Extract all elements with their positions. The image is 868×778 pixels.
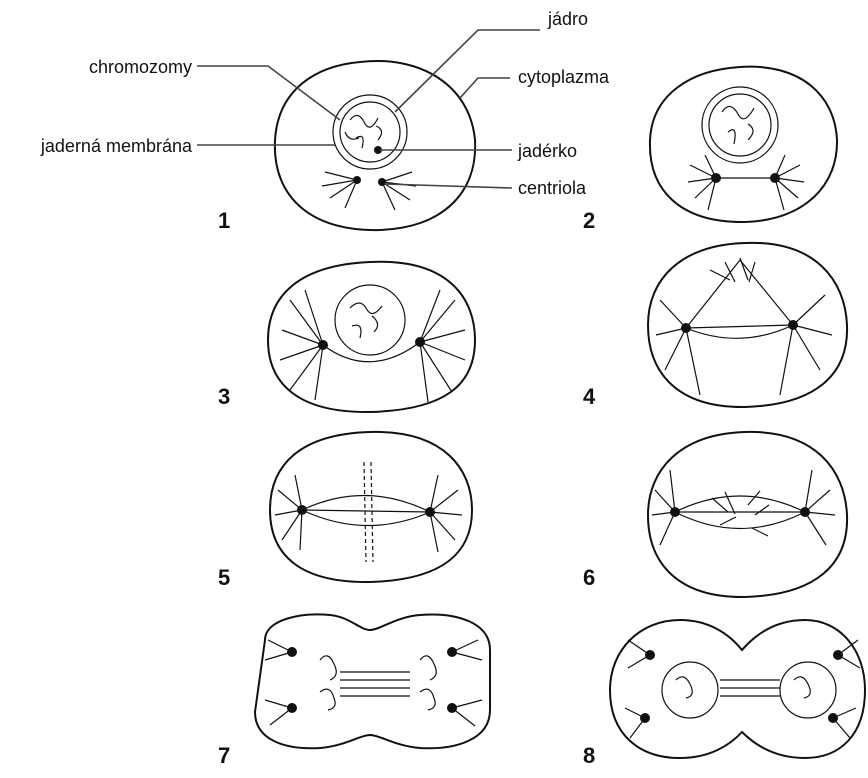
label-nucleolus: jadérko: [517, 141, 577, 161]
stage-number-5: 5: [218, 565, 230, 590]
cell-8: [610, 620, 865, 758]
cell-4: [648, 243, 847, 407]
stage-number-2: 2: [583, 208, 595, 233]
label-leaders: [197, 30, 540, 188]
stage-number-3: 3: [218, 384, 230, 409]
cell-7: [255, 614, 490, 748]
cell-2: [650, 67, 837, 222]
label-cytoplasm: cytoplazma: [518, 67, 610, 87]
cell-6: [648, 432, 847, 597]
label-chromosomes: chromozomy: [89, 57, 192, 77]
stage-number-7: 7: [218, 743, 230, 768]
stage-number-1: 1: [218, 208, 230, 233]
cell-5: [270, 432, 472, 582]
stage-number-6: 6: [583, 565, 595, 590]
label-nucleus: jádro: [547, 9, 588, 29]
stage-number-4: 4: [583, 384, 596, 409]
stage-number-8: 8: [583, 743, 595, 768]
label-centriole: centriola: [518, 178, 587, 198]
label-nuclear-membrane: jaderná membrána: [40, 136, 193, 156]
cell-3: [268, 262, 475, 412]
